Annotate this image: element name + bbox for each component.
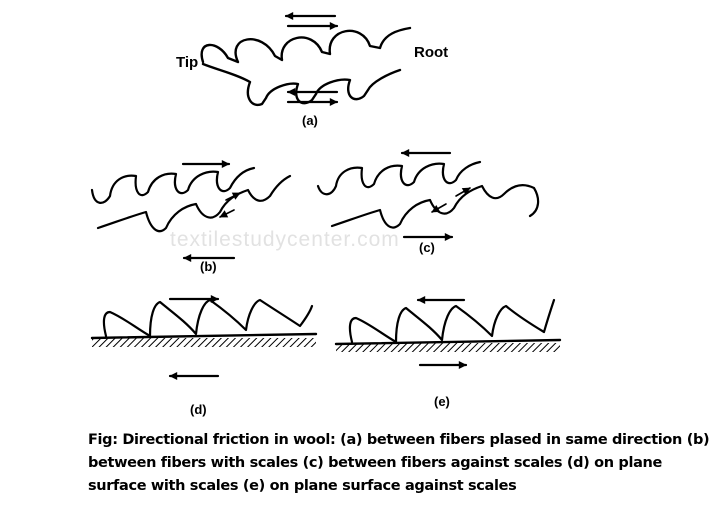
arrow-b-small-2	[219, 209, 235, 218]
surface-d	[92, 338, 316, 347]
surface-e	[336, 343, 560, 352]
panel-b	[90, 160, 292, 262]
panel-c	[316, 149, 540, 241]
root-label: Root	[414, 44, 449, 61]
fiber-b-upper	[90, 166, 256, 204]
panel-e-label: (e)	[434, 394, 450, 409]
arrow-c-small-1	[455, 187, 471, 197]
fiber-a-lower	[201, 62, 402, 107]
panel-d-label: (d)	[190, 402, 207, 417]
panel-a-label: (a)	[302, 113, 318, 128]
fiber-c-upper	[316, 160, 482, 196]
panel-b-label: (b)	[200, 259, 217, 274]
fiber-e	[348, 298, 556, 344]
arrow-c-small-2	[431, 203, 447, 213]
tip-label: Tip	[176, 54, 199, 71]
panel-c-label: (c)	[419, 240, 435, 255]
fiber-a-upper	[200, 26, 412, 64]
fiber-d	[102, 298, 314, 338]
panel-e	[334, 296, 562, 369]
panel-d	[90, 295, 318, 380]
surface-e-edge	[334, 338, 562, 346]
figure-caption: Fig: Directional friction in wool: (a) b…	[88, 432, 710, 494]
panel-a	[200, 12, 412, 107]
watermark-text: textilestudycenter.com	[170, 228, 400, 251]
fiber-c-lower	[330, 184, 540, 229]
arrow-b-small-1	[225, 192, 241, 201]
fiber-b-lower	[96, 174, 292, 233]
surface-d-edge	[90, 332, 318, 340]
